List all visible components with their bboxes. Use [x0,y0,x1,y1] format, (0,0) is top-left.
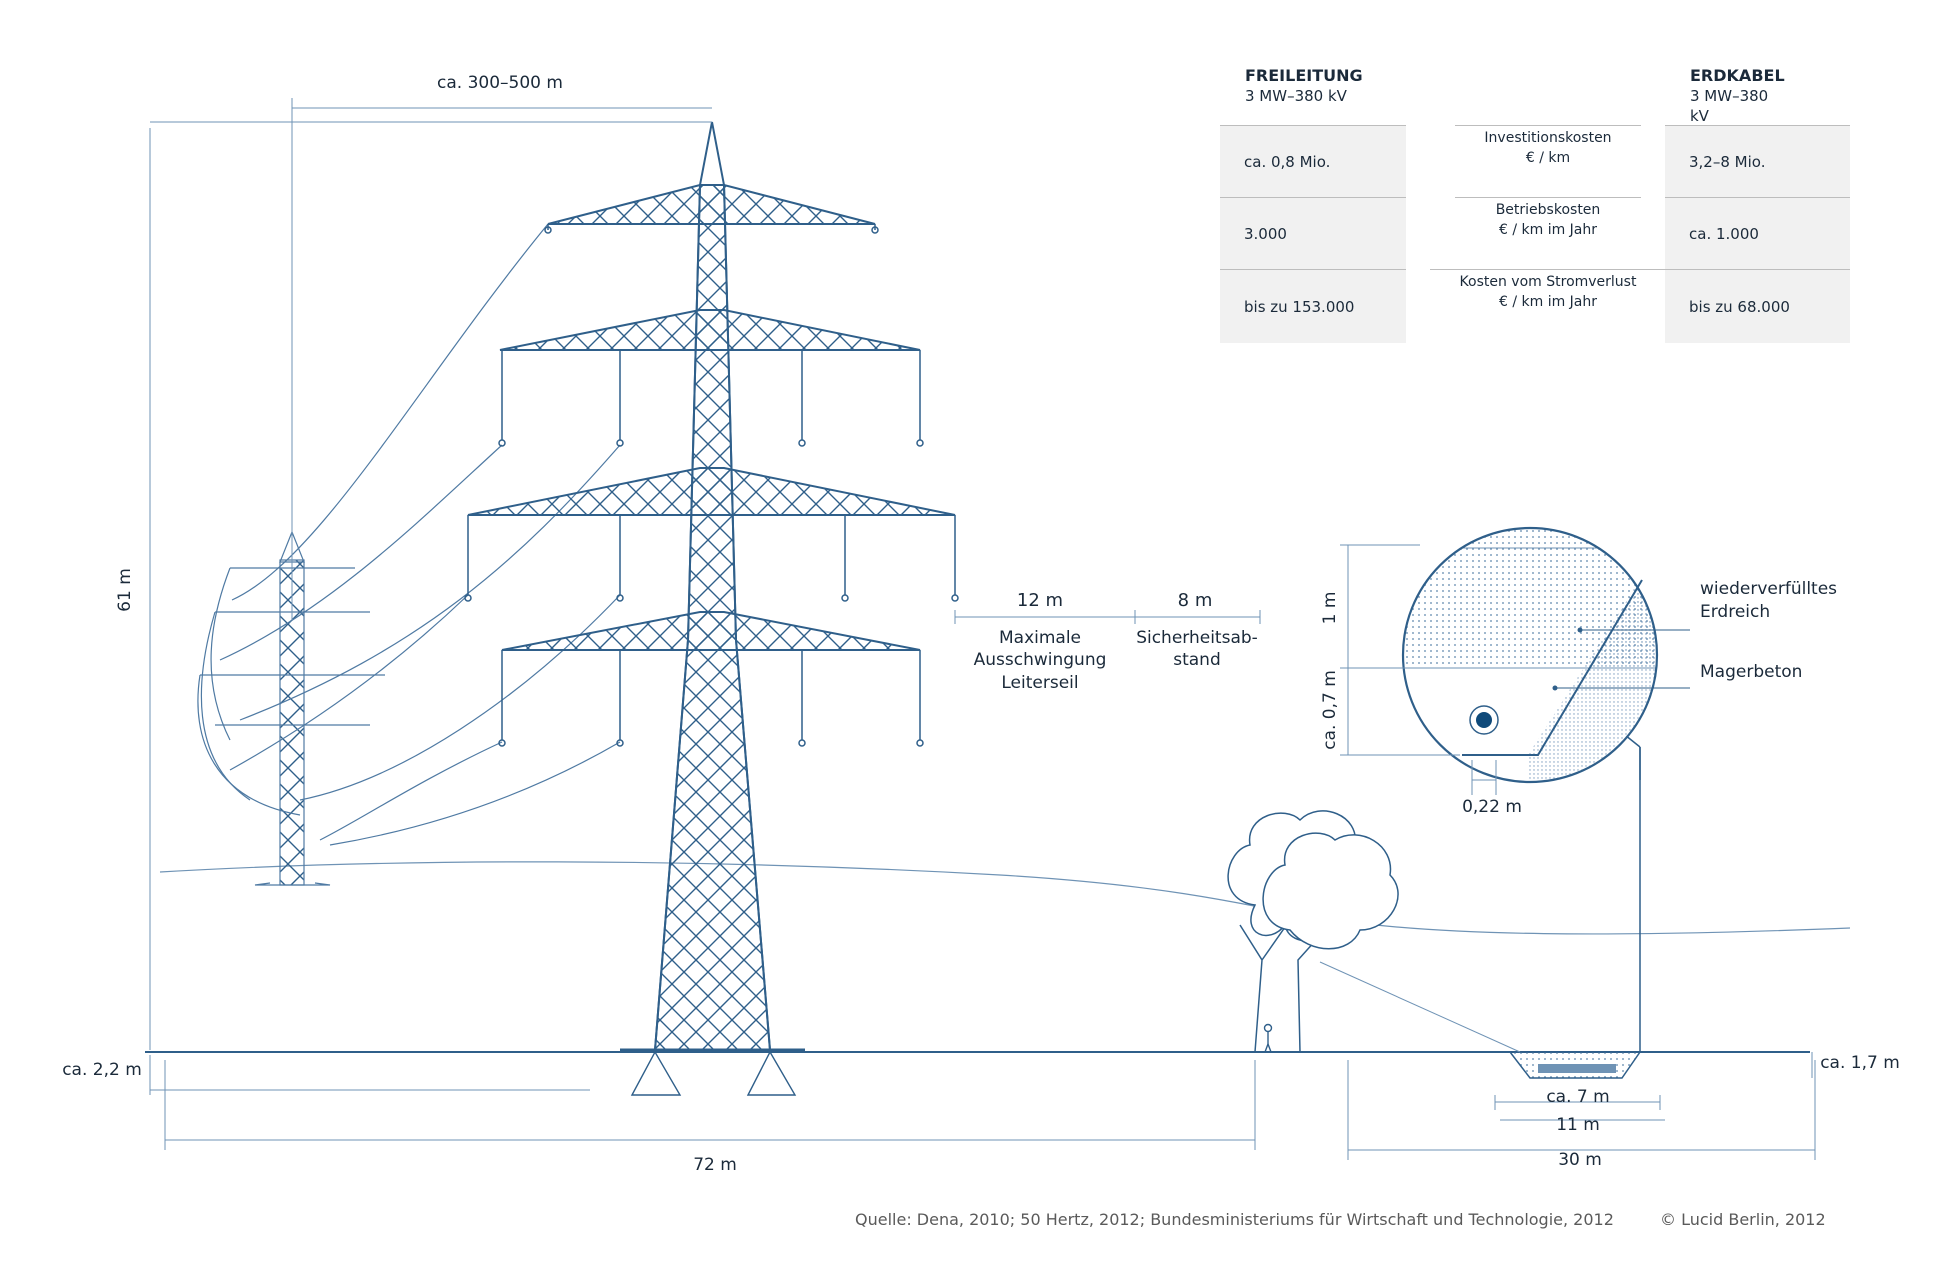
cable-trench [1319,734,1642,1079]
swing-value: 12 m [1017,590,1063,611]
row-investment-line2: € / km [1525,150,1571,166]
span-label: ca. 300–500 m [437,73,563,93]
row-loss-line2: € / km im Jahr [1498,294,1598,310]
overhead-subtitle: 3 MW–380 kV [1245,87,1347,105]
cable-operating: ca. 1.000 [1665,197,1850,269]
landscape [145,861,1851,1053]
cable-diameter-label: 0,22 m [1462,797,1522,817]
tree [1227,810,1399,1053]
cable-investment: 3,2–8 Mio. [1665,125,1850,197]
foundation-depth-label: ca. 2,2 m [62,1060,142,1080]
cable-title: ERDKABEL [1690,66,1785,85]
fill-label-2: Erdreich [1700,602,1770,622]
trench-detail-circle [1401,526,1690,784]
overhead-loss: bis zu 153.000 [1220,269,1406,343]
fill-label-1: wiederverfülltes [1700,579,1837,599]
safety-label-2: stand [1173,650,1221,670]
trench-top-label: 11 m [1556,1115,1600,1135]
safety-value: 8 m [1178,590,1213,611]
trench-bottom-label: ca. 7 m [1546,1087,1609,1107]
overhead-operating: 3.000 [1220,197,1406,269]
overhead-investment: ca. 0,8 Mio. [1220,125,1406,197]
main-pylon [464,121,959,1096]
copyright-note: © Lucid Berlin, 2012 [1660,1210,1826,1229]
row-loss-line1: Kosten vom Stromverlust [1459,274,1637,290]
row-investment-line1: Investitionskosten [1484,130,1612,146]
safety-label-1: Sicherheitsab- [1136,628,1258,648]
row-investment-label: Investitionskosten € / km [1455,125,1641,168]
cable-subtitle: 3 MW–380 kV [1690,87,1769,125]
person [1263,1023,1273,1053]
overhead-title: FREILEITUNG [1245,66,1363,85]
height-label: 61 m [115,568,135,612]
conductor-cables [219,223,621,846]
cable-depth-label: ca. 1,7 m [1820,1053,1900,1073]
distant-pylon [197,530,385,886]
row-operating-line1: Betriebskosten [1495,202,1601,218]
row-loss-label: Kosten vom Stromverlust € / km im Jahr [1430,269,1666,312]
concrete-label: Magerbeton [1700,662,1802,682]
row-operating-line2: € / km im Jahr [1498,222,1598,238]
cable-loss: bis zu 68.000 [1665,269,1850,343]
cable-header: ERDKABEL 3 MW–380 kV [1690,66,1785,126]
dimension-lines [149,98,1816,1160]
overhead-header: FREILEITUNG 3 MW–380 kV [1245,66,1363,106]
swing-label-1: Maximale [999,628,1081,648]
cable-corridor-label: 30 m [1558,1150,1602,1170]
source-note: Quelle: Dena, 2010; 50 Hertz, 2012; Bund… [855,1210,1614,1229]
overhead-width-label: 72 m [693,1155,737,1175]
row-operating-label: Betriebskosten € / km im Jahr [1455,197,1641,240]
layer-bottom-label: ca. 0,7 m [1320,670,1340,750]
swing-label-2: Ausschwingung [974,650,1107,670]
swing-label-3: Leiterseil [1001,673,1078,693]
layer-top-label: 1 m [1320,592,1340,625]
